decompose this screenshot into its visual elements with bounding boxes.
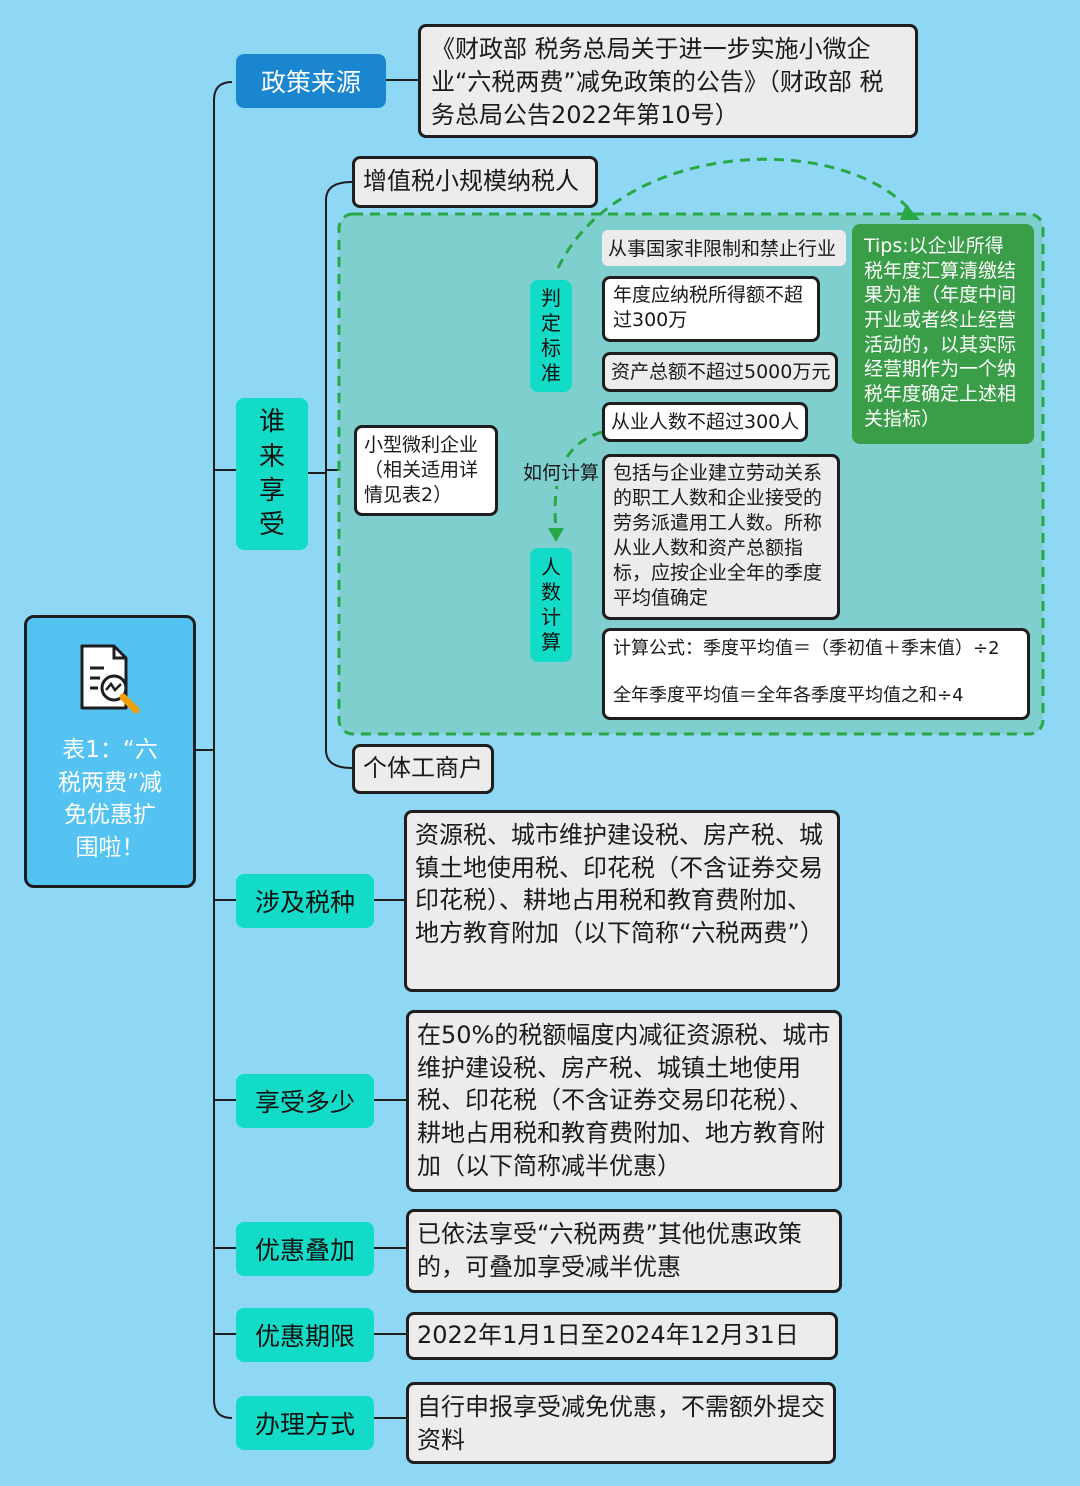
who-label-text: 谁来享受 [258, 407, 285, 541]
criteria-label-text: 判定标准 [541, 286, 561, 385]
vat-small-scale-node: 增值税小规模纳税人 [352, 156, 598, 208]
method-label: 办理方式 [236, 1396, 374, 1450]
criteria-item: 从事国家非限制和禁止行业 [602, 230, 846, 266]
headcount-label-text: 人数计算 [541, 555, 561, 654]
policy-source-label: 政策来源 [236, 54, 386, 108]
period-label: 优惠期限 [236, 1308, 374, 1362]
small-micro-node: 小型微利企业（相关适用详情见表2） [354, 425, 498, 516]
who-trunk [325, 181, 353, 769]
tips-arrow [556, 157, 914, 269]
policy-source-text: 《财政部 税务总局关于进一步实施小微企业“六税两费”减免政策的公告》（财政部 税… [418, 24, 918, 138]
how-much-text: 在50%的税额幅度内减征资源税、城市维护建设税、房产税、城镇土地使用税、印花税（… [406, 1010, 842, 1192]
criteria-item: 从业人数不超过300人 [602, 402, 808, 442]
headcount-label: 人数计算 [530, 548, 572, 662]
formula-2: 全年季度平均值＝全年各季度平均值之和÷4 [613, 685, 964, 707]
main-trunk [213, 81, 233, 1419]
individual-business-node: 个体工商户 [352, 744, 494, 794]
tips-box: Tips:以企业所得税年度汇算清缴结果为准（年度中间开业或者终止经营活动的，以其… [852, 224, 1034, 444]
tax-types-text: 资源税、城市维护建设税、房产税、城镇土地使用税、印花税（不含证券交易印花税）、耕… [404, 810, 840, 992]
method-text: 自行申报享受减免优惠，不需额外提交资料 [406, 1382, 836, 1464]
root-node: 表1：“六税两费”减免优惠扩围啦！ [24, 615, 196, 888]
headcount-formula-box: 计算公式：季度平均值＝（季初值＋季末值）÷2 全年季度平均值＝全年各季度平均值之… [602, 628, 1030, 720]
how-much-label: 享受多少 [236, 1074, 374, 1128]
formula-1: 计算公式：季度平均值＝（季初值＋季末值）÷2 [613, 638, 1000, 659]
who-label: 谁来享受 [236, 398, 308, 550]
how-to-calc-label: 如何计算 [519, 458, 603, 486]
stacking-text: 已依法享受“六税两费”其他优惠政策的，可叠加享受减半优惠 [406, 1209, 842, 1293]
criteria-label: 判定标准 [530, 280, 572, 392]
tax-types-label: 涉及税种 [236, 874, 374, 928]
criteria-item: 年度应纳税所得额不超过300万 [602, 276, 820, 342]
root-title: 表1：“六税两费”减免优惠扩围啦！ [58, 737, 162, 861]
stacking-label: 优惠叠加 [236, 1222, 374, 1276]
criteria-item: 资产总额不超过5000万元 [602, 352, 838, 392]
period-text: 2022年1月1日至2024年12月31日 [406, 1312, 838, 1360]
headcount-description: 包括与企业建立劳动关系的职工人数和企业接受的劳务派遣用工人数。所称从业人数和资产… [602, 454, 840, 620]
document-magnifier-icon [80, 644, 140, 714]
